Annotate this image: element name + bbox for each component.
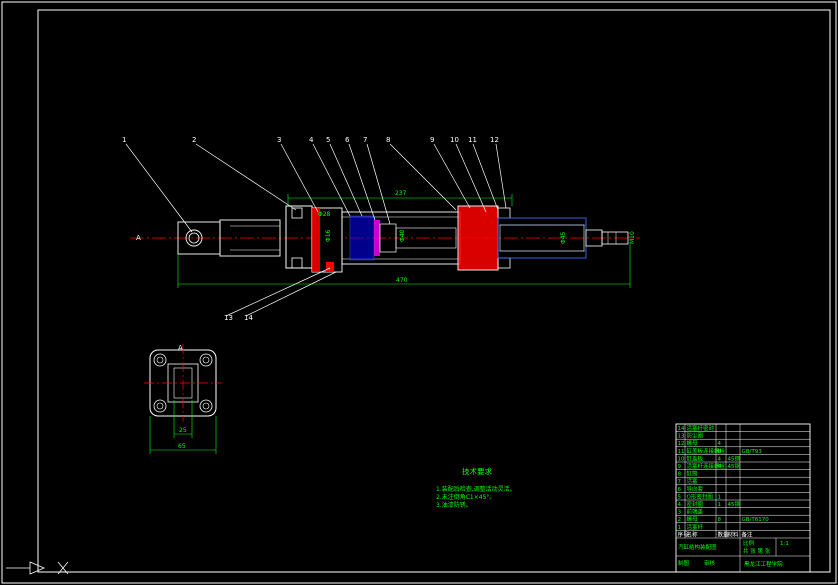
leader-3: 3 <box>277 136 281 144</box>
leader-10: 10 <box>450 136 459 144</box>
leader-8: 8 <box>386 136 390 144</box>
leaders <box>125 143 507 317</box>
bom-cell-no: 1 <box>678 525 682 531</box>
bom-cell-mat: 45钢 <box>728 500 741 508</box>
title-scale: 1:1 <box>780 541 789 547</box>
dim-25: 25 <box>179 427 187 434</box>
bom-cell-name: 导向套 <box>687 485 704 493</box>
bom-cell-mat: 45钢 <box>728 462 741 470</box>
bom-cell-note: GB/T93 <box>742 449 763 455</box>
dim-470: 470 <box>396 277 408 284</box>
bom-cell-no: 3 <box>678 510 682 516</box>
inner-dim-45: Φ45 <box>560 231 567 244</box>
bom-header-no: 序号 <box>678 530 690 538</box>
bom-header-name: 名称 <box>687 530 699 538</box>
section-a-left: A <box>136 234 141 242</box>
note-line-2: 2.未注倒角C1×45°。 <box>436 493 495 501</box>
bom-cell-name: 缸盖板连接螺栓 <box>687 447 726 455</box>
bom-cell-qty: 1 <box>718 494 722 500</box>
bom-cell-no: 8 <box>678 472 682 478</box>
bom-cell-no: 2 <box>678 517 682 523</box>
bom-cell-qty: 1 <box>718 502 722 508</box>
bom-cell-qty: 8 <box>718 449 722 455</box>
bom-cell-note: GB/T6170 <box>742 517 770 523</box>
dim-237: 237 <box>395 190 407 197</box>
bom-cell-mat: 45钢 <box>728 454 741 462</box>
bom-cell-no: 12 <box>678 441 685 447</box>
bom-cell-no: 10 <box>678 456 685 462</box>
title-checked: 审核 <box>704 559 716 567</box>
bom-cell-name: 防尘圈 <box>687 432 704 440</box>
bom-cell-qty: 4 <box>718 441 722 447</box>
ucs-icon <box>6 561 69 575</box>
leader-6: 6 <box>345 136 350 144</box>
bom-cell-qty: 4 <box>718 456 722 462</box>
bom-cell-no: 11 <box>678 449 685 455</box>
inner-dim-28: Φ28 <box>318 211 331 218</box>
bom-cell-name: 活塞杆 <box>687 523 704 531</box>
inner-dim-40: Φ40 <box>399 229 406 242</box>
end-view: A 25 65 <box>144 344 222 454</box>
title-sheet: 共 张 第 张 <box>743 547 771 555</box>
leader-1: 1 <box>122 136 126 144</box>
bom-cell-name: 缸盖板 <box>687 454 704 462</box>
bom-cell-name: 缸筒 <box>687 470 699 478</box>
bom-cell-qty: 4 <box>718 464 722 470</box>
technical-notes: 技术要求 1.装配后检查,调整活动灵活。 2.未注倒角C1×45°。 3.油漆防… <box>436 466 516 509</box>
inner-border <box>37 9 831 573</box>
bom-cell-no: 13 <box>678 434 685 440</box>
bom-cell-no: 4 <box>678 502 682 508</box>
bom-cell-name: 前端盖 <box>687 508 704 516</box>
section-a-top: A <box>178 344 183 352</box>
title-school: 黑龙江工程学院 <box>744 560 783 568</box>
dim-65: 65 <box>178 443 186 450</box>
bom-cell-name: 活塞杆密封 <box>687 424 715 432</box>
leader-4: 4 <box>309 136 314 144</box>
leader-11: 11 <box>468 136 477 144</box>
title-drawn: 制图 <box>678 559 690 567</box>
title-scale-label: 比例 <box>743 539 755 547</box>
leader-numbers: 1 2 3 4 5 6 7 8 9 10 11 12 13 14 <box>122 136 499 322</box>
bom-cell-no: 5 <box>678 494 682 500</box>
leader-2: 2 <box>192 136 196 144</box>
bom-cell-name: 密封圈 <box>687 500 704 508</box>
note-line-3: 3.油漆防锈。 <box>436 501 472 509</box>
note-line-1: 1.装配后检查,调整活动灵活。 <box>436 485 516 493</box>
leader-5: 5 <box>326 136 330 144</box>
leader-14: 14 <box>244 314 253 322</box>
notes-title: 技术要求 <box>462 466 492 476</box>
bom-cell-no: 6 <box>678 487 682 493</box>
inner-dim-m10: M10 <box>629 231 636 244</box>
inner-dim-16: Φ16 <box>325 229 332 242</box>
leader-7: 7 <box>363 136 367 144</box>
bom-header-qty: 数量 <box>718 530 730 538</box>
bom-cell-name: 活塞杆连接螺栓 <box>687 462 726 470</box>
title-drawing-name: 汽缸结构装配图 <box>678 543 717 551</box>
bom-cell-no: 7 <box>678 479 682 485</box>
bom-cell-name: 螺母 <box>687 515 699 523</box>
bom-cell-name: O形密封圈 <box>687 492 714 500</box>
cylinder-assembly: Φ28 Φ16 Φ40 Φ45 M10 237 470 A <box>130 190 640 288</box>
leader-13: 13 <box>224 314 233 322</box>
bom-cell-no: 14 <box>678 426 685 432</box>
leader-9: 9 <box>430 136 434 144</box>
bom-header-mat: 材料 <box>728 530 740 538</box>
bom-cell-no: 9 <box>678 464 682 470</box>
leader-12: 12 <box>490 136 499 144</box>
bom-header-note: 备注 <box>742 530 754 538</box>
bom-cell-name: 活塞 <box>687 477 699 485</box>
bom-cell-qty: 8 <box>718 517 722 523</box>
bom-cell-name: 螺母 <box>687 439 699 447</box>
